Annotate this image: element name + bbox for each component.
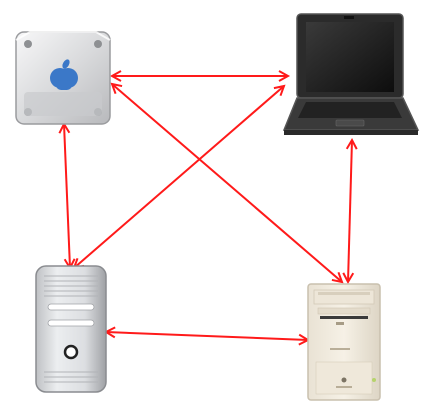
arrowhead-start-0 <box>278 70 291 82</box>
laptop-icon <box>282 13 420 135</box>
apple-logo-icon <box>50 59 78 90</box>
arrowhead-end-4 <box>342 272 355 285</box>
connector-beige-pc-tower-to-mac-pro-tower <box>105 331 309 341</box>
arrowhead-end-0 <box>109 70 122 82</box>
arrowhead-start-4 <box>345 137 358 150</box>
connector-mac-mini-cube-to-mac-pro-tower <box>63 123 71 269</box>
arrowhead-start-2 <box>273 84 286 97</box>
mac-mini-icon <box>15 31 111 125</box>
beige-tower-icon <box>307 283 381 401</box>
arrowhead-end-3 <box>331 271 344 284</box>
connection-lines <box>58 70 358 346</box>
connector-laptop-to-beige-pc-tower <box>347 139 353 283</box>
connector-mac-mini-cube-to-beige-pc-tower <box>111 83 343 283</box>
mac-pro-tower-icon <box>35 265 107 393</box>
arrowhead-start-3 <box>110 82 123 95</box>
connector-laptop-to-mac-pro-tower <box>73 85 285 269</box>
